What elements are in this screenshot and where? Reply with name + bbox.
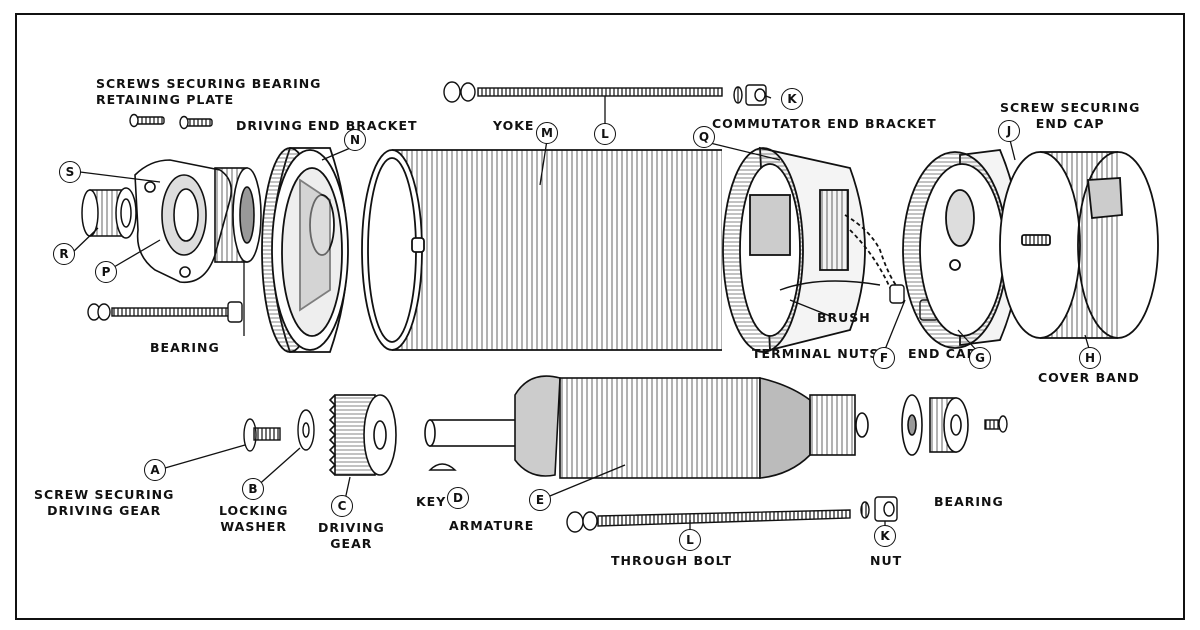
label-driving-end-bracket: DRIVING END BRACKET [236,118,418,133]
driving-end-screw [87,301,243,323]
armature [424,375,869,479]
callout-m: M [536,122,558,144]
commutator-end-bracket [722,146,901,353]
label-screw-driving-gear: SCREW SECURING DRIVING GEAR [34,487,175,518]
callout-n: N [344,129,366,151]
driving-gear [328,394,397,476]
nut-bottom [860,496,898,522]
label-key: KEY [416,494,447,509]
bearing-bottom [901,394,969,456]
callout-j: J [998,120,1020,142]
driving-gear-screw [243,418,281,452]
label-bearing-bottom: BEARING [934,494,1004,509]
yoke [361,149,722,351]
label-screws-bearing-plate: SCREWS SECURING BEARING RETAINING PLATE [96,76,322,107]
label-yoke: YOKE [493,118,535,133]
label-armature: ARMATURE [449,518,535,533]
label-cover-band: COVER BAND [1038,370,1140,385]
bush-r [81,187,137,239]
leader-lines [71,95,1091,537]
label-nut: NUT [870,553,903,568]
small-screw-bottom [984,415,1008,433]
nut-top [733,84,767,106]
label-commutator-end-bracket: COMMUTATOR END BRACKET [712,116,937,131]
through-bolt-top [443,81,723,103]
callout-c: C [331,495,353,517]
label-screw-end-cap: SCREW SECURING END CAP [1000,100,1141,131]
callout-k-bottom: K [874,525,896,547]
page-border [15,13,1185,620]
locking-washer [297,409,315,451]
retaining-plate-screws [129,113,213,130]
callout-f: F [873,347,895,369]
callout-l-bottom: L [679,529,701,551]
callout-g: G [969,347,991,369]
callout-d: D [447,487,469,509]
key [428,463,457,471]
callout-p: P [95,261,117,283]
label-driving-gear: DRIVING GEAR [318,520,385,551]
driving-end-bracket [261,147,349,353]
label-through-bolt: THROUGH BOLT [611,553,733,568]
label-end-cap: END CAP [908,346,977,361]
callout-e: E [529,489,551,511]
callout-l-top: L [594,123,616,145]
callout-k-top: K [781,88,803,110]
label-brush: BRUSH [817,310,871,325]
callout-s: S [59,161,81,183]
bearing-top [214,167,262,263]
callout-q: Q [693,126,715,148]
callout-b: B [242,478,264,500]
label-locking-washer: LOCKING WASHER [219,503,289,534]
label-bearing-top: BEARING [150,340,220,355]
cover-band [999,151,1159,339]
callout-a: A [144,459,166,481]
through-bolt-bottom [566,509,851,533]
label-terminal-nuts: TERMINAL NUTS [752,346,880,361]
callout-r: R [53,243,75,265]
callout-h: H [1079,347,1101,369]
